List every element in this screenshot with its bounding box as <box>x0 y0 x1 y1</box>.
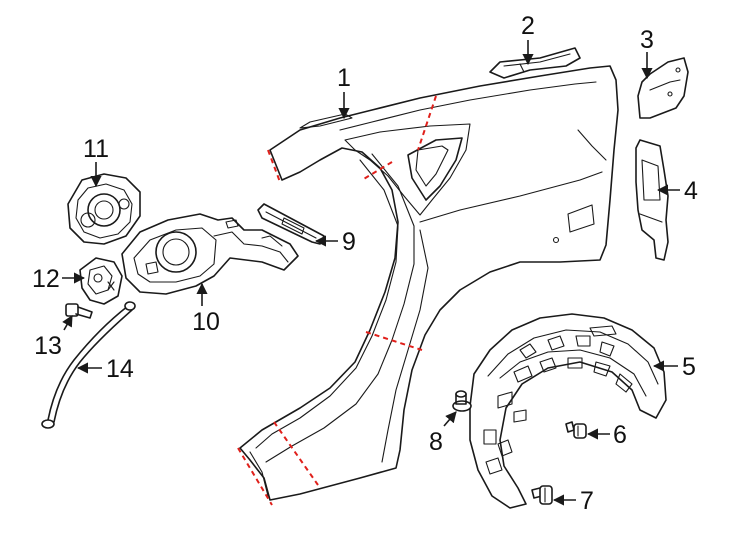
callout-7: 7 <box>580 487 594 515</box>
part-4-inner-panel <box>635 139 669 261</box>
quarter-panel <box>239 65 619 501</box>
part-3-bracket <box>637 57 689 119</box>
callout-13: 13 <box>34 332 62 360</box>
callout-4: 4 <box>684 177 698 205</box>
callout-8: 8 <box>429 428 443 456</box>
callout-9: 9 <box>342 228 356 256</box>
callout-3: 3 <box>640 26 654 54</box>
callout-2: 2 <box>521 12 535 40</box>
callout-5: 5 <box>682 353 696 381</box>
part-7-screw <box>531 485 553 505</box>
part-14-drain-hose <box>41 301 136 429</box>
part-5-wheel-liner <box>469 313 667 509</box>
part-2-reinforcement <box>489 47 581 79</box>
part-9-trim <box>257 203 325 245</box>
part-6-screw <box>565 421 587 439</box>
part-11-fuel-door <box>67 173 141 245</box>
part-10-fuel-housing <box>121 213 299 295</box>
callout-14: 14 <box>106 355 134 383</box>
leaders <box>62 40 680 506</box>
callout-12: 12 <box>32 265 60 293</box>
callout-labels: 1 2 3 4 5 6 7 8 9 10 11 12 13 14 <box>32 12 698 515</box>
cut-lines <box>237 95 437 506</box>
part-8-clip <box>452 390 472 412</box>
part-13-bolt <box>65 303 93 319</box>
callout-6: 6 <box>613 421 627 449</box>
callout-10: 10 <box>192 308 220 336</box>
part-12-actuator <box>79 257 123 305</box>
callout-11: 11 <box>83 135 109 163</box>
callout-1: 1 <box>337 64 351 92</box>
